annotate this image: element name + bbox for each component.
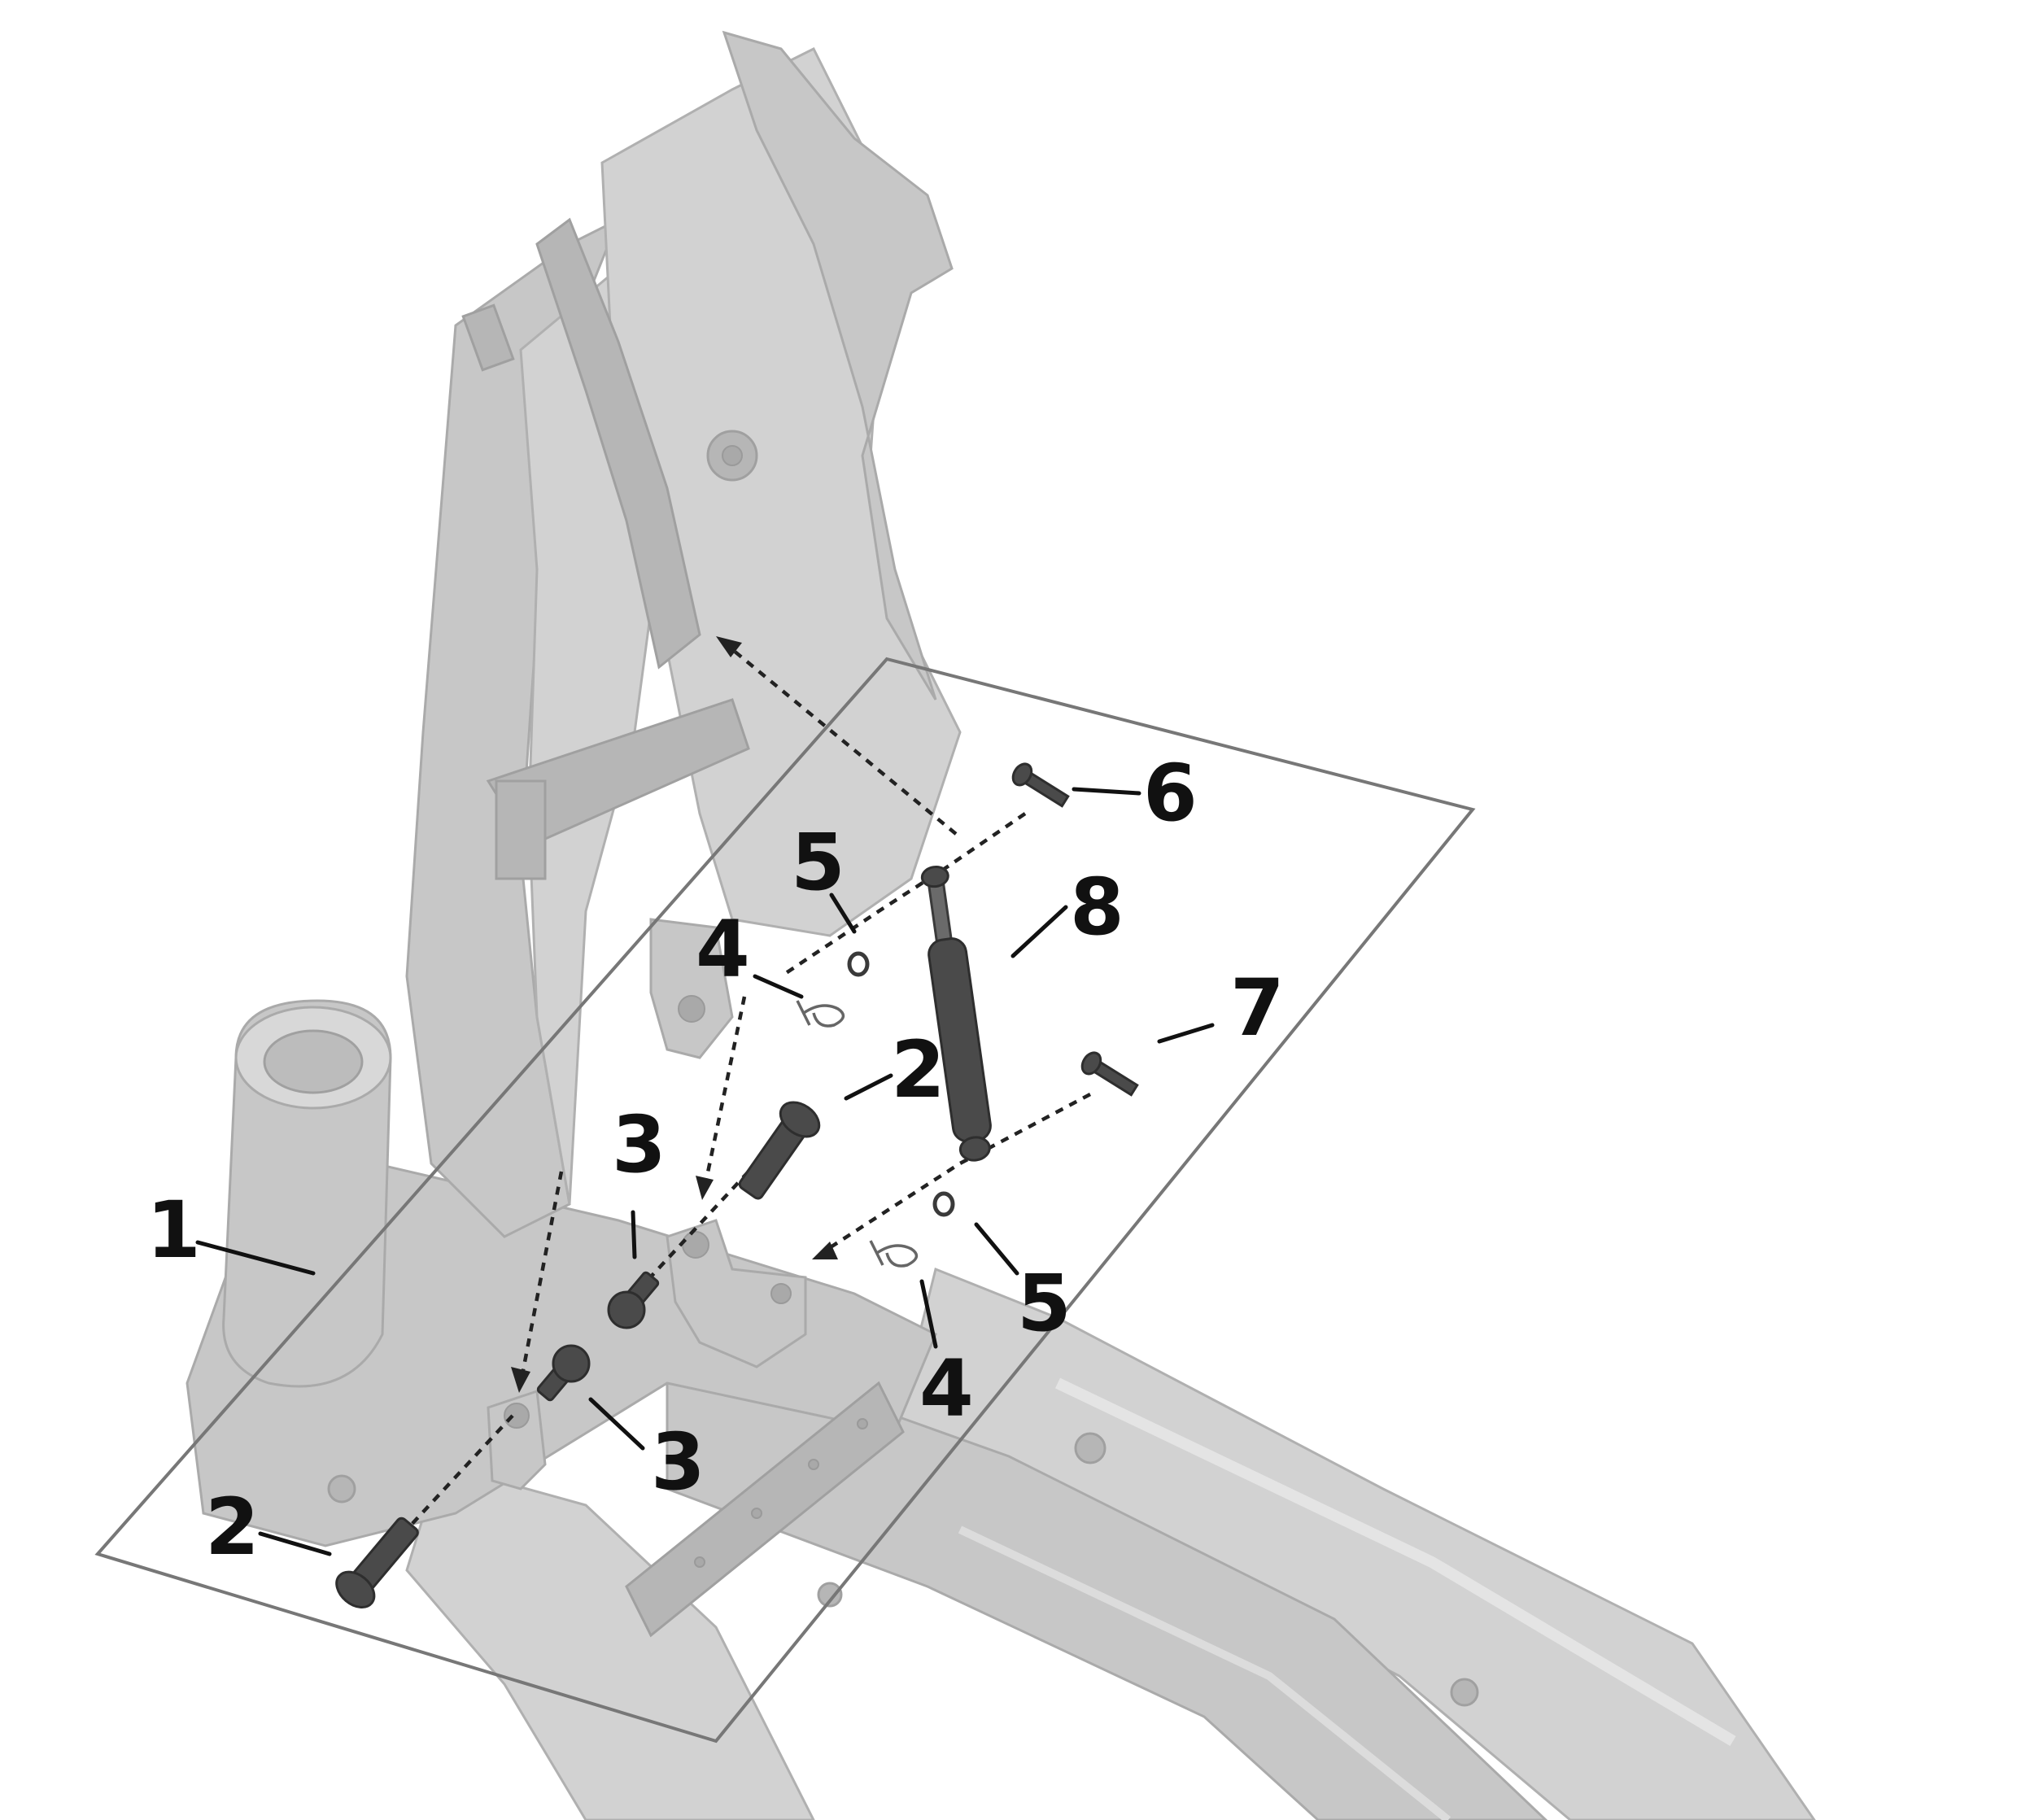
screw-upper: [607, 1271, 660, 1329]
pivot-pin-lower-head: [335, 1570, 376, 1608]
hardware: [335, 762, 1139, 1608]
seat-back-lug: [649, 918, 734, 1059]
assembly-line-upper: [722, 641, 958, 836]
frame-rail-highlight-2: [958, 1525, 1451, 1820]
callout-8: 8: [1070, 862, 1124, 953]
seat-back-clip: [495, 779, 547, 880]
screw-lower-head: [552, 1344, 591, 1383]
screw-lower: [536, 1344, 591, 1402]
callout-2-upper: 2: [891, 1024, 945, 1115]
cross-bar-hole-3: [808, 1459, 819, 1470]
leader-5-lower: [974, 1222, 1019, 1276]
callout-6: 6: [1143, 748, 1198, 839]
leader-5-upper: [829, 893, 857, 934]
seat-back-tab: [461, 303, 515, 372]
callout-2-lower: 2: [205, 1482, 260, 1573]
pivot-mount-upper-hole: [682, 1231, 709, 1259]
rail-bolt-4: [817, 1582, 843, 1608]
pivot-mount-lower-hole: [504, 1403, 530, 1429]
pivot-mount-lower: [487, 1389, 547, 1490]
bolt-right-head: [1080, 1051, 1102, 1076]
leader-8: [1010, 905, 1068, 958]
leader-6: [1072, 787, 1141, 796]
assembly-line-left-drop: [701, 996, 747, 1193]
frame-rail-left: [405, 1463, 815, 1820]
callout-labels: 1 2 2 3 3 4 4 5 5 6 7 8: [146, 748, 1285, 1573]
bolt-right: [1080, 1051, 1139, 1097]
leader-7: [1157, 1023, 1215, 1044]
callout-5-lower: 5: [1017, 1258, 1072, 1349]
assembly-line-2-upper: [641, 1170, 750, 1287]
callout-3-lower: 3: [651, 1416, 705, 1508]
bolt-upper: [1011, 762, 1070, 808]
assembly-line-2-lower: [405, 1414, 514, 1531]
seat-back-knob-hole: [722, 445, 743, 466]
assembly-arrow-column-drop: [511, 1367, 530, 1393]
pivot-pin-upper-head: [779, 1101, 821, 1138]
rail-bolt-3: [327, 1474, 356, 1504]
leader-3-lower: [588, 1397, 645, 1451]
assembly-arrow-upper: [716, 636, 742, 657]
assembly-arrow-7: [812, 1242, 838, 1259]
cross-bar: [625, 1381, 905, 1638]
leader-2-upper: [844, 1073, 893, 1101]
gas-strut-eye-top: [920, 865, 949, 888]
leader-4-lower: [919, 1279, 938, 1349]
pivot-mount-upper-hole-2: [770, 1283, 792, 1304]
cross-bar-hole-2: [751, 1508, 762, 1519]
seat-back-shell: [722, 30, 954, 701]
leader-lines: [195, 787, 1215, 1556]
leader-4-upper: [753, 974, 804, 999]
clip-lower: [869, 1240, 919, 1268]
callout-4-upper: 4: [696, 904, 750, 995]
rail-bolt-1: [1074, 1432, 1106, 1464]
leader-1: [195, 1240, 316, 1276]
clip-upper: [796, 1000, 845, 1028]
callout-7: 7: [1230, 962, 1285, 1054]
callout-1: 1: [146, 1185, 201, 1276]
callout-4-lower: 4: [919, 1343, 974, 1434]
cross-bar-hole-4: [857, 1418, 868, 1429]
assembly-line-6: [779, 812, 1027, 978]
inset-region-outline: [94, 657, 1476, 1744]
leader-3-upper: [631, 1210, 637, 1259]
pivot-pin-lower: [335, 1517, 419, 1608]
seat-back-lug-hole: [678, 995, 705, 1023]
bolt-upper-head: [1011, 762, 1033, 787]
gas-strut: [920, 865, 992, 1162]
gas-strut-eye-bottom: [958, 1136, 991, 1162]
frame-rail-highlight: [1054, 1377, 1736, 1747]
callout-3-upper: 3: [612, 1099, 666, 1190]
callout-5-upper: 5: [791, 817, 845, 908]
seat-back-rib: [535, 217, 701, 670]
washer-upper: [847, 951, 870, 977]
cross-bar-hole-1: [694, 1556, 705, 1568]
rail-bolt-2: [1450, 1678, 1479, 1707]
pivot-pin-upper: [738, 1101, 821, 1200]
leader-2-lower: [258, 1531, 332, 1556]
assembly-line-column-drop: [518, 1171, 564, 1384]
screw-upper-head: [607, 1290, 646, 1329]
assembly-lines: [405, 636, 1092, 1531]
assembly-arrow-left-drop: [696, 1176, 714, 1200]
assembly-line-7: [820, 1093, 1092, 1255]
washer-lower: [932, 1191, 955, 1217]
steering-head-bore: [263, 1029, 364, 1094]
frame-structure: [186, 30, 1816, 1820]
